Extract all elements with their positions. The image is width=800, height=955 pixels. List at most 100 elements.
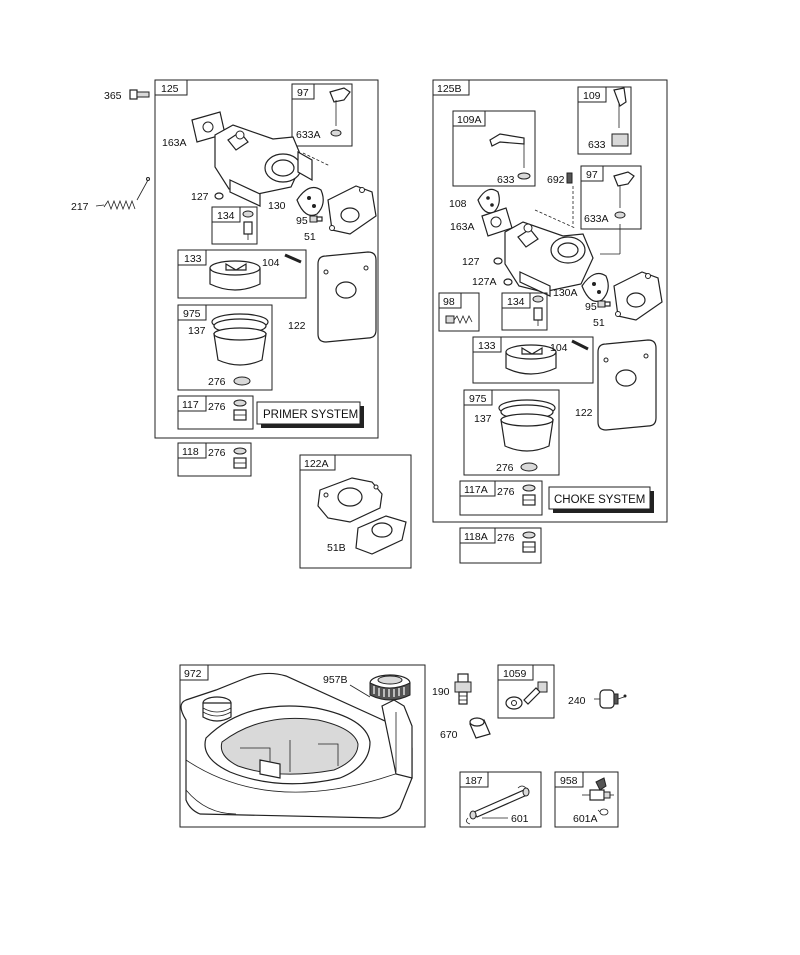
part-217-label: 217: [71, 201, 89, 213]
box-125-label: 125: [161, 83, 179, 95]
box-125-tag: [154, 79, 188, 96]
primer-lever-97-icon: [329, 87, 351, 137]
bolt-365-icon: [129, 89, 150, 100]
box-118: [177, 442, 252, 477]
spacer-122-b-icon: [597, 339, 657, 431]
primer-system-callout: PRIMER SYSTEM: [256, 401, 364, 428]
float-133-icon: [209, 260, 261, 291]
choke-system-group: 125B 109 633 109A 633 692 97: [432, 79, 668, 523]
gasket-51-icon: [327, 185, 377, 235]
part-276c-label: 276: [497, 486, 515, 498]
part-137-label: 137: [188, 325, 206, 337]
part-190-label: 190: [432, 686, 450, 698]
shaft-109-icon: [611, 87, 629, 147]
oring-127-icon: [214, 192, 224, 200]
box-133-b: [472, 336, 594, 384]
part-134-b-label: 134: [507, 296, 525, 308]
fuel-line-187-icon: [466, 785, 530, 825]
pin-104-b-icon: [571, 339, 589, 351]
gasket-51-b-icon: [613, 271, 663, 321]
part-601a-label: 601A: [573, 813, 598, 825]
shutoff-valve-958-icon: [582, 777, 614, 816]
plate-108-icon: [477, 188, 500, 214]
screw-95-b-icon: [597, 300, 611, 308]
part-122a-label: 122A: [304, 458, 329, 470]
part-104-label: 104: [262, 257, 280, 269]
bowl-nut-118-icon: [233, 447, 247, 469]
part-957b-label: 957B: [323, 674, 348, 686]
part-109-label: 109: [583, 90, 601, 102]
box-975-b: [463, 389, 560, 476]
part-633a-label: 633A: [296, 129, 321, 141]
fuel-tank-972-icon: [180, 672, 413, 819]
oring-127a-icon: [503, 278, 513, 286]
float-bowl-975-icon: [211, 313, 269, 366]
part-633-label: 633: [588, 139, 606, 151]
choke-system-callout: CHOKE SYSTEM: [548, 486, 654, 513]
part-130-label: 130: [268, 200, 286, 212]
part-127-label: 127: [191, 191, 209, 203]
fuel-cap-957b-icon: [369, 674, 411, 701]
part-104-b-label: 104: [550, 342, 568, 354]
part-51-label: 51: [304, 231, 316, 243]
box-125b-label: 125B: [437, 83, 462, 95]
part-633a-b-label: 633A: [584, 213, 609, 225]
part-133-b-label: 133: [478, 340, 496, 352]
bowl-nut-117-icon: [233, 399, 247, 421]
bolt-1059-icon: [505, 681, 548, 710]
box-117: [177, 395, 254, 430]
box-122a: [299, 454, 412, 569]
part-633b-label: 633: [497, 174, 515, 186]
part-133-label: 133: [184, 253, 202, 265]
part-365-label: 365: [104, 90, 122, 102]
oring-127-b-icon: [493, 257, 503, 265]
part-97b-label: 97: [586, 169, 598, 181]
spacer-122-icon: [317, 251, 377, 343]
box-97: [291, 83, 353, 147]
part-975-label: 975: [183, 308, 201, 320]
screw-95-icon: [309, 215, 323, 223]
part-187-label: 187: [465, 775, 483, 787]
primer-system-group: 125 365 217 97 633A 163A: [71, 79, 379, 439]
kit-122a-group: 122A 51B: [299, 454, 412, 569]
part-108-label: 108: [449, 198, 467, 210]
gasket-130a-icon: [581, 273, 609, 302]
fuel-tank-group: 972 957B: [179, 664, 426, 828]
part-692-label: 692: [547, 174, 565, 186]
box-97b: [580, 165, 642, 230]
bowl-nut-117a-icon: [522, 484, 536, 506]
jet-134-b-icon: [532, 295, 544, 326]
part-163a-b-label: 163A: [450, 221, 475, 233]
part-118a-label: 118A: [464, 531, 488, 543]
washer-276-icon: [233, 376, 251, 386]
spacer-122a-icon: [317, 477, 383, 523]
primer-lever-97b-icon: [613, 171, 635, 219]
box-118a: [459, 527, 542, 564]
spring-692-icon: [566, 172, 573, 184]
box-133: [177, 249, 307, 299]
part-276b-label: 276: [208, 401, 226, 413]
part-95-label: 95: [296, 215, 308, 227]
spring-217-icon: [95, 177, 150, 211]
part-134-label: 134: [217, 210, 235, 222]
bowl-nut-118a-icon: [522, 531, 536, 553]
part-240-label: 240: [568, 695, 586, 707]
box-972: [179, 664, 426, 828]
part-127a-label: 127A: [472, 276, 497, 288]
choke-system-label: CHOKE SYSTEM: [554, 494, 645, 506]
choke-lever-109a-icon: [489, 133, 531, 180]
part-130a-label: 130A: [553, 287, 578, 299]
box-117a: [459, 480, 543, 516]
part-118-276-label: 276: [208, 447, 226, 459]
part-122-b-label: 122: [575, 407, 593, 419]
part-670-label: 670: [440, 729, 458, 741]
box-109a: [452, 110, 536, 187]
carburetor-body-icon: [191, 111, 313, 207]
part-601-label: 601: [511, 813, 529, 825]
part-276-b-label: 276: [496, 462, 514, 474]
part-97-label: 97: [297, 87, 309, 99]
gasket-51b-icon: [355, 515, 407, 555]
box-958: [554, 771, 619, 828]
part-127-b-label: 127: [462, 256, 480, 268]
